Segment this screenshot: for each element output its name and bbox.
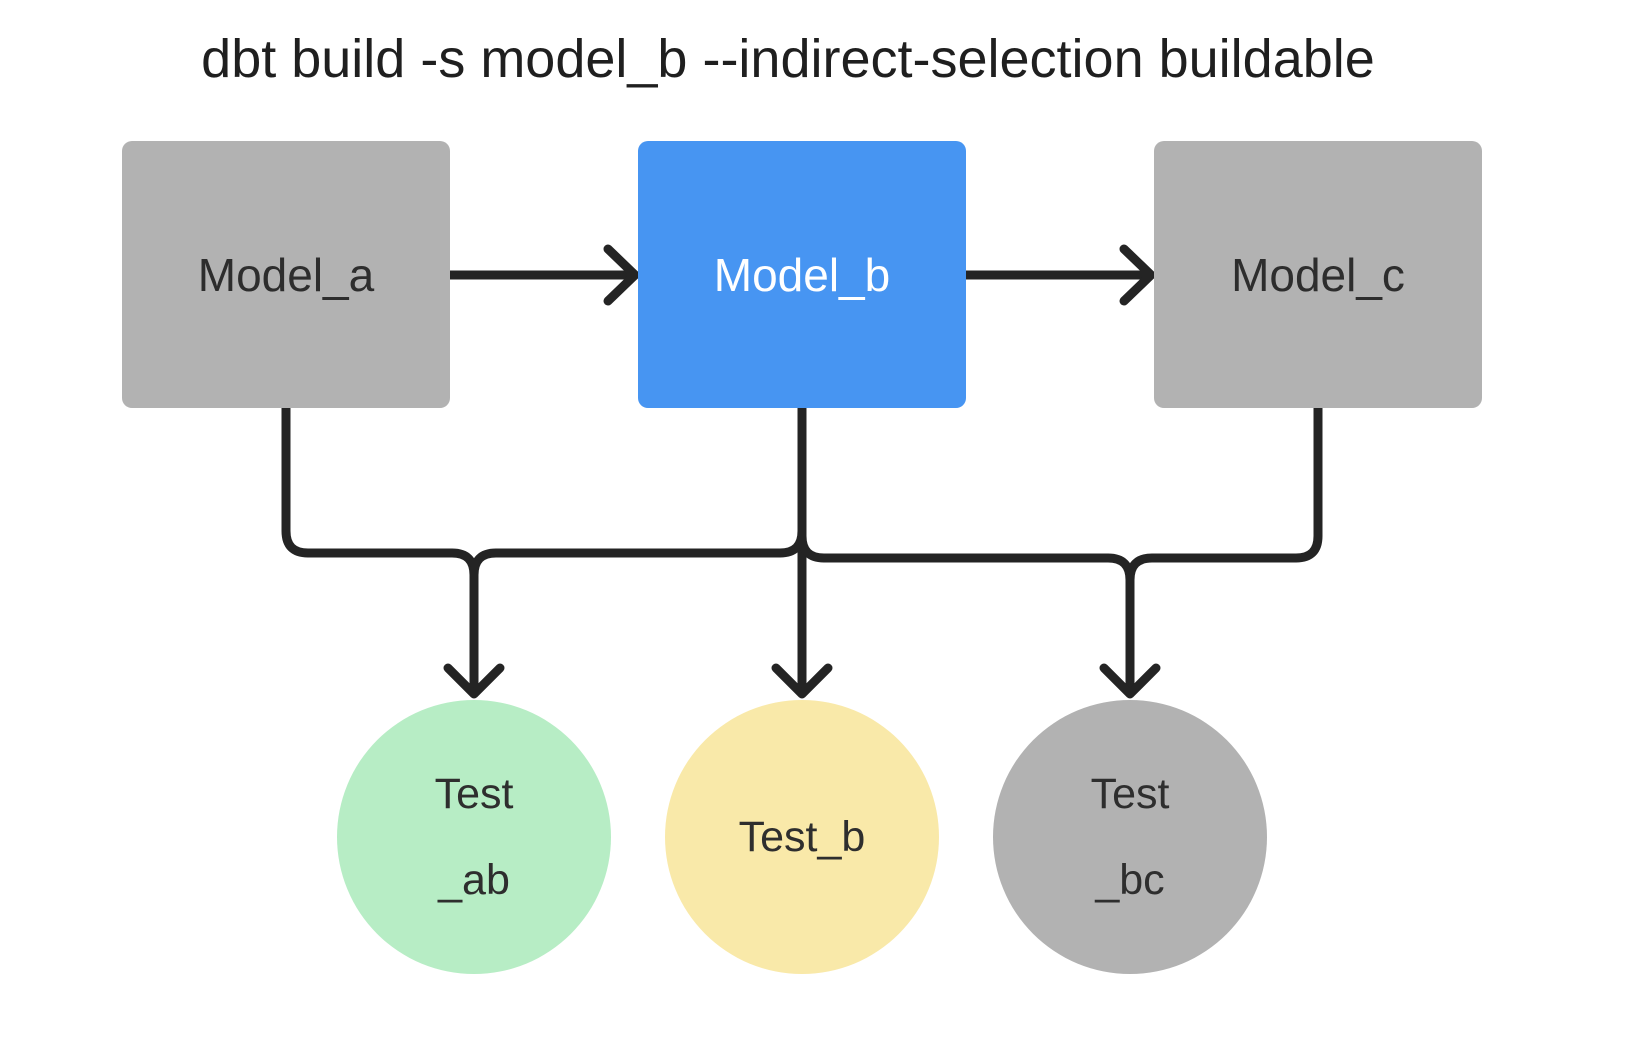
node-model-a: Model_a: [122, 141, 450, 408]
node-test-b: Test_b: [665, 700, 939, 974]
arrowhead-model-c-icon: [1119, 244, 1156, 306]
arrowhead-test-bc-icon: [1099, 663, 1161, 699]
node-test-ab-label-line1: Test: [434, 770, 514, 818]
node-model-b-label: Model_b: [713, 248, 891, 301]
node-model-a-label: Model_a: [197, 248, 375, 301]
edge-model-c-to-test-bc: [1125, 403, 1323, 585]
edge-model-b-to-test-ab: [469, 403, 807, 580]
arrowhead-test-ab-icon: [443, 663, 505, 699]
node-test-ab: Test _ab: [337, 700, 611, 974]
node-model-b: Model_b: [638, 141, 966, 408]
edge-model-b-to-test-bc: [797, 403, 1135, 697]
node-test-b-label: Test_b: [738, 813, 866, 861]
node-model-c: Model_c: [1154, 141, 1482, 408]
node-test-bc-label-line1: Test: [1090, 770, 1170, 818]
diagram-title: dbt build -s model_b --indirect-selectio…: [201, 29, 1375, 89]
node-test-ab-label-line2: _ab: [438, 856, 510, 904]
arrowhead-test-b-icon: [771, 663, 833, 699]
node-model-c-label: Model_c: [1231, 248, 1405, 301]
arrowhead-model-b-icon: [603, 244, 640, 306]
edge-model-a-to-test-ab: [281, 403, 479, 697]
node-test-bc: Test _bc: [993, 700, 1267, 974]
node-test-bc-label-line2: _bc: [1095, 856, 1165, 904]
